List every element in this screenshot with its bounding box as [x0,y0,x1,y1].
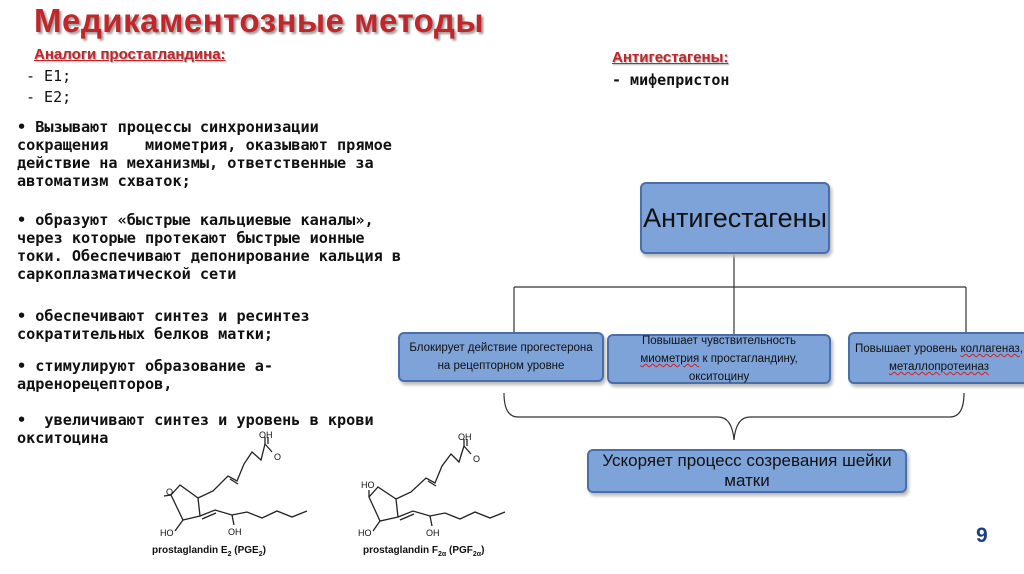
effect-3-text-b: коллагеназ [960,343,1020,355]
pgf2a-abbr-sub: 2α [472,551,482,558]
pgf2a-oh-chain: OH [426,528,440,538]
effect-2-text-b: миометрия [640,353,700,365]
item-e2: - Е2; [26,88,72,106]
antigestagen-box: Антигестагены [640,182,830,254]
effect-3-text-c: , [1019,343,1024,355]
result-box: Ускоряет процесс созревания шейки матки [587,449,907,493]
page-number: 9 [976,524,988,547]
effect-box-1: Блокирует действие прогестерона на рецеп… [398,332,604,382]
pgf2a-oh-top: OH [458,432,472,442]
pgf2a-o-acid: O [473,454,481,464]
bullet-5: • увеличивают синтез и уровень в крови о… [17,411,374,447]
pgf2a-close: ) [481,545,485,556]
pge2-abbr: (PGE [234,545,259,556]
item-e1: - Е1; [26,67,72,85]
pge2-oh-chain: OH [228,527,242,537]
effect-3-text-d: металлопротеиназ [888,361,989,373]
pge2-o-acid: O [274,452,282,462]
pgf2a-abbr: (PGF [448,545,473,556]
page-title: Медикаментозные методы [34,2,485,39]
pgf2a-ho: HO [358,528,372,538]
bullet-3: • обеспечивают синтез и ресинтез сократи… [17,307,310,343]
pge2-ho: HO [160,528,174,538]
effect-2-text-c: к простагландину, окситоцину [688,353,798,383]
effect-2-text-a: Повышает чувствительность [641,335,796,347]
effect-box-3: Повышает уровень коллагеназ, металлопрот… [848,332,1024,384]
pgf2a-caption: prostaglandin F2α (PGF2α) [363,545,484,558]
antigestagen-heading: Антигестагены: [612,49,729,66]
pge2-abbr-sub: 2 [258,551,263,558]
effect-3-text-a: Повышает уровень [854,343,961,355]
mifepristone-item: - мифепристон [612,71,730,89]
prostaglandin-heading: Аналоги простагландина: [34,46,226,63]
bullet-1: • Вызывают процессы синхронизации сокращ… [17,118,392,190]
bullet-2: • образуют «быстрые кальциевые каналы», … [17,211,402,283]
pge2-oh-top: OH [259,430,273,440]
pgf2a-ho-top: HO [361,480,375,490]
pge2-sub: 2 [227,551,232,558]
pge2-close: ) [262,545,266,556]
bullet-4: • стимулируют образование а- адренорецеп… [17,357,274,393]
pge2-name: prostaglandin E [152,545,228,556]
pge2-keto-o: O [166,487,174,497]
pgf2a-name: prostaglandin F [363,545,438,556]
pge2-caption: prostaglandin E2 (PGE2) [152,545,266,558]
effect-box-2: Повышает чувствительность миометрия к пр… [607,334,831,384]
pgf2a-sub: 2α [438,551,447,558]
